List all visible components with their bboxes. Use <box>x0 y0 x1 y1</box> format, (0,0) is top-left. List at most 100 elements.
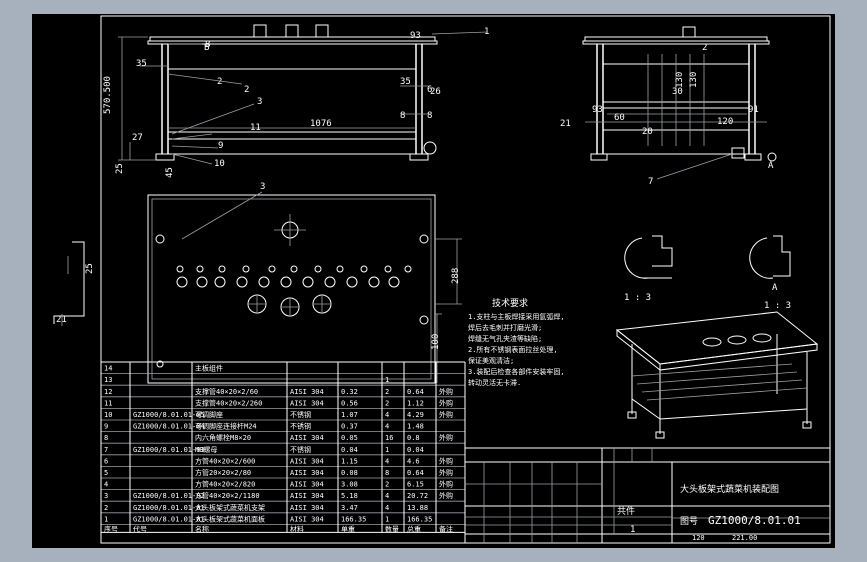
bom-row-6-no: 6 <box>104 457 108 465</box>
bom-row-11-tw: 1.12 <box>407 399 424 407</box>
callout-front-3: 3 <box>257 97 262 107</box>
bom-row-3-q: 4 <box>385 492 389 500</box>
bom-header-code: 代号 <box>133 524 147 533</box>
bom-row-4-name: 方管40×20×2/820 <box>195 480 255 489</box>
bom-row-6-name: 方管40×20×2/600 <box>195 456 255 465</box>
bom-row-13-no: 13 <box>104 376 112 384</box>
dim-front-length: 1076 <box>310 119 332 129</box>
bom-row-12-no: 12 <box>104 388 112 396</box>
bom-row-3-no: 3 <box>104 492 108 500</box>
bom-row-5-w: 0.08 <box>341 469 358 477</box>
bom-row-1-code: GZ1000/8.01.01-01 <box>133 515 205 523</box>
bom-row-9-name: 可调脚座连接杆M24 <box>195 422 257 431</box>
bom-row-9-code: GZ1000/8.01.01-04 <box>133 423 205 431</box>
dim-side-130b: 130 <box>689 72 699 88</box>
bom-row-7-name: M8螺母 <box>195 445 217 454</box>
bom-row-2-name: 大头板架式蔬菜机支架 <box>195 503 265 512</box>
bom-row-11-note: 外购 <box>439 398 453 407</box>
notes-line-5: 3.装配后检查各部件安装牢固, <box>468 367 565 376</box>
section-A: A <box>772 283 778 293</box>
plan-view <box>147 194 462 384</box>
bom-row-1-tw: 166.35 <box>407 515 432 523</box>
bom-row-8-mat: AISI 304 <box>290 434 324 442</box>
bom-row-10-q: 4 <box>385 411 389 419</box>
bom-row-2-code: GZ1000/8.01.01-01 <box>133 504 205 512</box>
bom-header-note: 备注 <box>439 524 453 533</box>
bom-row-10-code: GZ1000/8.01.01-05 <box>133 411 205 419</box>
dim-front-35a: 35 <box>136 59 147 69</box>
callout-front-8: 6 <box>427 85 432 95</box>
callout-side-A: A <box>768 161 774 171</box>
bom-row-11-q: 2 <box>385 399 389 407</box>
bom-row-1-w: 166.35 <box>341 515 366 523</box>
scale-left: 1 : 3 <box>624 293 651 303</box>
dim-front-height: 570.500 <box>103 76 113 114</box>
side-view <box>582 26 777 162</box>
drawing-no-label: 图号 <box>680 516 698 527</box>
bom-row-4-tw: 6.15 <box>407 481 424 489</box>
bom-row-11-name: 支撑管40×20×2/260 <box>195 398 262 407</box>
bom-header-w: 单重 <box>341 524 355 533</box>
bom-row-1-q: 1 <box>385 515 389 523</box>
bom-row-5-mat: AISI 304 <box>290 469 324 477</box>
detail-b <box>624 235 673 279</box>
bom-row-3-mat: AISI 304 <box>290 492 324 500</box>
scale-right: 1 : 3 <box>764 301 791 311</box>
bom-row-10-w: 1.07 <box>341 411 358 419</box>
bom-row-14-name: 主板组件 <box>195 364 223 373</box>
bom-row-9-q: 4 <box>385 423 389 431</box>
bom-row-8-q: 16 <box>385 434 393 442</box>
notes-line-2: 焊缝无气孔夹渣等缺陷; <box>468 334 542 343</box>
drawing-title: 大头板架式蔬菜机装配图 <box>680 483 779 495</box>
drawing-number: GZ1000/8.01.01 <box>708 514 801 527</box>
bom-row-3-note: 外购 <box>439 491 453 500</box>
callout-side-2: 2 <box>702 43 707 53</box>
dim-plan-288: 288 <box>451 268 461 284</box>
detail-left <box>53 241 85 326</box>
bom-row-7-tw: 0.04 <box>407 446 424 454</box>
bom-row-5-name: 方管20×20×2/80 <box>195 468 251 477</box>
notes-line-4: 保证美观清洁; <box>468 356 514 365</box>
bom-row-6-note: 外购 <box>439 456 453 465</box>
bom-row-3-w: 5.18 <box>341 492 358 500</box>
bom-row-6-tw: 4.6 <box>407 457 420 465</box>
bom-header-mat: 材料 <box>290 524 304 533</box>
bom-row-9-tw: 1.48 <box>407 423 424 431</box>
bom-row-1-no: 1 <box>104 515 108 523</box>
bom-row-7-no: 7 <box>104 446 108 454</box>
dim-front-93: 93 <box>410 31 421 41</box>
bom-row-6-mat: AISI 304 <box>290 457 324 465</box>
dim-side-91: 91 <box>748 105 759 115</box>
bom-row-3-code: GZ1000/8.01.01-02 <box>133 492 205 500</box>
bom-header-q: 数量 <box>385 524 399 533</box>
bom-row-14-no: 14 <box>104 365 112 373</box>
dim-front-45: 45 <box>165 167 175 178</box>
bom-row-8-no: 8 <box>104 434 108 442</box>
callout-front-4: 11 <box>250 123 261 133</box>
bom-row-10-no: 10 <box>104 411 112 419</box>
bom-row-5-note: 外购 <box>439 468 453 477</box>
bom-row-8-tw: 0.8 <box>407 434 420 442</box>
notes-line-1: 焊后去毛刺并打磨光滑; <box>468 323 542 332</box>
bom-row-3-tw: 20.72 <box>407 492 428 500</box>
assembly-drawing: B12311910268570.500353510769326274525827… <box>53 15 831 544</box>
bom-row-13-q: 1 <box>385 376 389 384</box>
zoom-B: B <box>204 43 209 53</box>
bom-row-7-q: 1 <box>385 446 389 454</box>
bom-row-5-tw: 0.64 <box>407 469 424 477</box>
callout-plan-3: 3 <box>260 182 265 192</box>
notes-line-0: 1.支柱与主板焊接采用氩弧焊, <box>468 312 565 321</box>
dim-side-20: 20 <box>642 127 653 137</box>
bom-row-9-no: 9 <box>104 423 108 431</box>
bom-row-4-note: 外购 <box>439 480 453 489</box>
callout-front-9: 8 <box>427 111 432 121</box>
callout-front-6: 10 <box>214 159 225 169</box>
bom-row-8-note: 外购 <box>439 433 453 442</box>
notes-line-3: 2.所有不锈钢表面拉丝处理, <box>468 345 558 354</box>
dim-side-30: 30 <box>672 87 683 97</box>
bom-row-10-name: 可调脚座 <box>195 410 223 419</box>
bom-row-10-note: 外购 <box>439 410 453 419</box>
dim-detail-21: 21 <box>56 315 67 325</box>
